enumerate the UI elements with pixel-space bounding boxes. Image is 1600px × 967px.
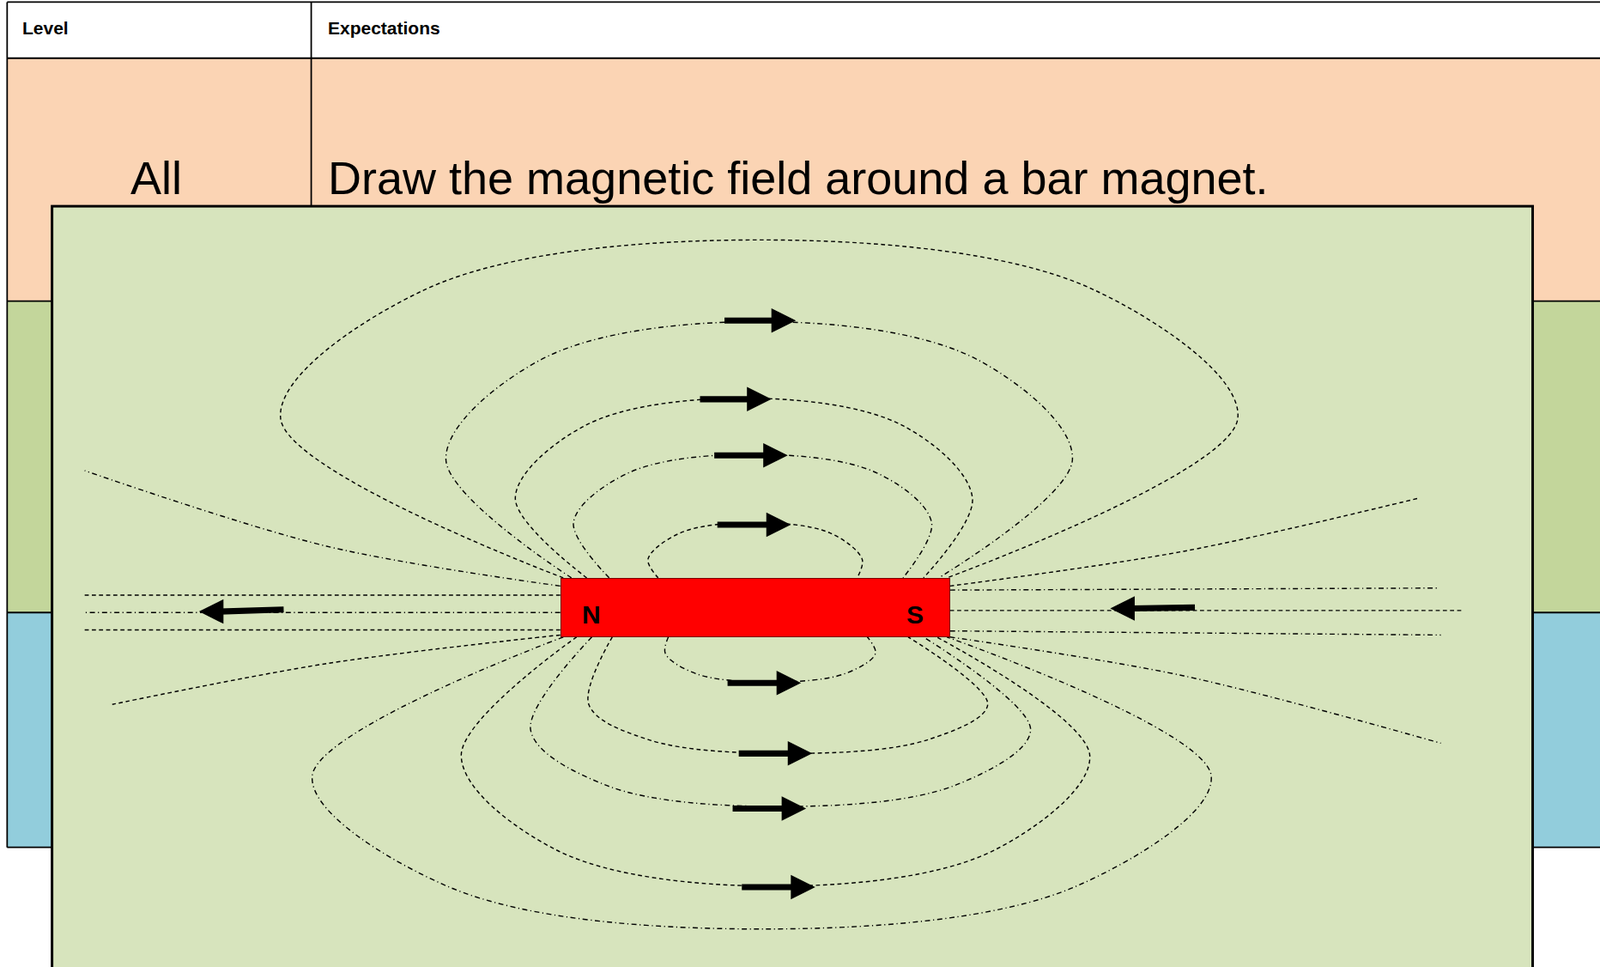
field-arrow [1109, 595, 1195, 621]
field-line [312, 636, 1213, 929]
field-arrow [741, 874, 816, 900]
arrow-shaft [714, 452, 768, 459]
arrow-shaft [219, 609, 285, 612]
table-border [6, 57, 1600, 60]
arrow-shaft [717, 521, 771, 528]
field-line [280, 239, 1239, 577]
field-line [84, 470, 561, 586]
header-row [6, 1, 1600, 58]
field-arrow [727, 670, 802, 696]
arrow-head [771, 308, 797, 334]
arrow-head [781, 795, 807, 821]
field-line [112, 634, 561, 704]
arrow-shaft [1130, 606, 1195, 608]
arrow-shaft [741, 883, 795, 890]
pole-label: N [581, 601, 601, 628]
arrow-head [776, 670, 802, 696]
arrow-head [790, 874, 816, 900]
table-header: Level [22, 18, 69, 37]
field-lines [84, 239, 1465, 928]
table-border [6, 0, 1600, 3]
field-arrow [724, 308, 796, 334]
arrow-head [746, 387, 772, 413]
field-arrow [700, 387, 772, 413]
field-line [515, 398, 973, 578]
field-line [84, 593, 561, 595]
arrow-head [763, 442, 788, 468]
field-line [950, 587, 1439, 590]
level-cell: All [130, 154, 182, 201]
diagram-panel [52, 206, 1534, 967]
field-arrow [714, 442, 788, 468]
field-line [648, 522, 863, 578]
table-border [6, 1, 8, 847]
arrow-head [1109, 595, 1135, 621]
field-line [573, 454, 933, 578]
arrow-head [787, 740, 813, 766]
arrow-shaft [727, 679, 782, 686]
field-arrow [717, 512, 792, 538]
drawing-group [6, 1, 1600, 967]
arrow-shaft [700, 395, 752, 402]
field-line [587, 636, 988, 754]
arrow-shaft [724, 317, 776, 324]
field-line [84, 629, 561, 631]
field-line [950, 636, 1442, 744]
arrow-head [199, 599, 225, 625]
arrow-shaft [739, 750, 793, 757]
field-arrow [199, 599, 285, 625]
field-line [664, 636, 876, 682]
field-line [950, 630, 1442, 636]
arrow-head [766, 512, 792, 538]
field-line [460, 636, 1090, 886]
field-line [445, 321, 1073, 577]
pole-label: S [906, 601, 924, 628]
direction-arrows [199, 308, 1195, 899]
field-line [530, 636, 1031, 807]
field-line [950, 497, 1419, 586]
arrow-shaft [733, 805, 787, 812]
expectation-cell: Draw the magnetic field around a bar mag… [327, 154, 1269, 201]
field-line [84, 612, 561, 613]
table-header: Expectations [327, 18, 441, 37]
field-line [950, 609, 1465, 611]
field-arrow [739, 740, 813, 766]
field-arrow [733, 795, 807, 821]
bar-magnet: NS [560, 577, 951, 637]
